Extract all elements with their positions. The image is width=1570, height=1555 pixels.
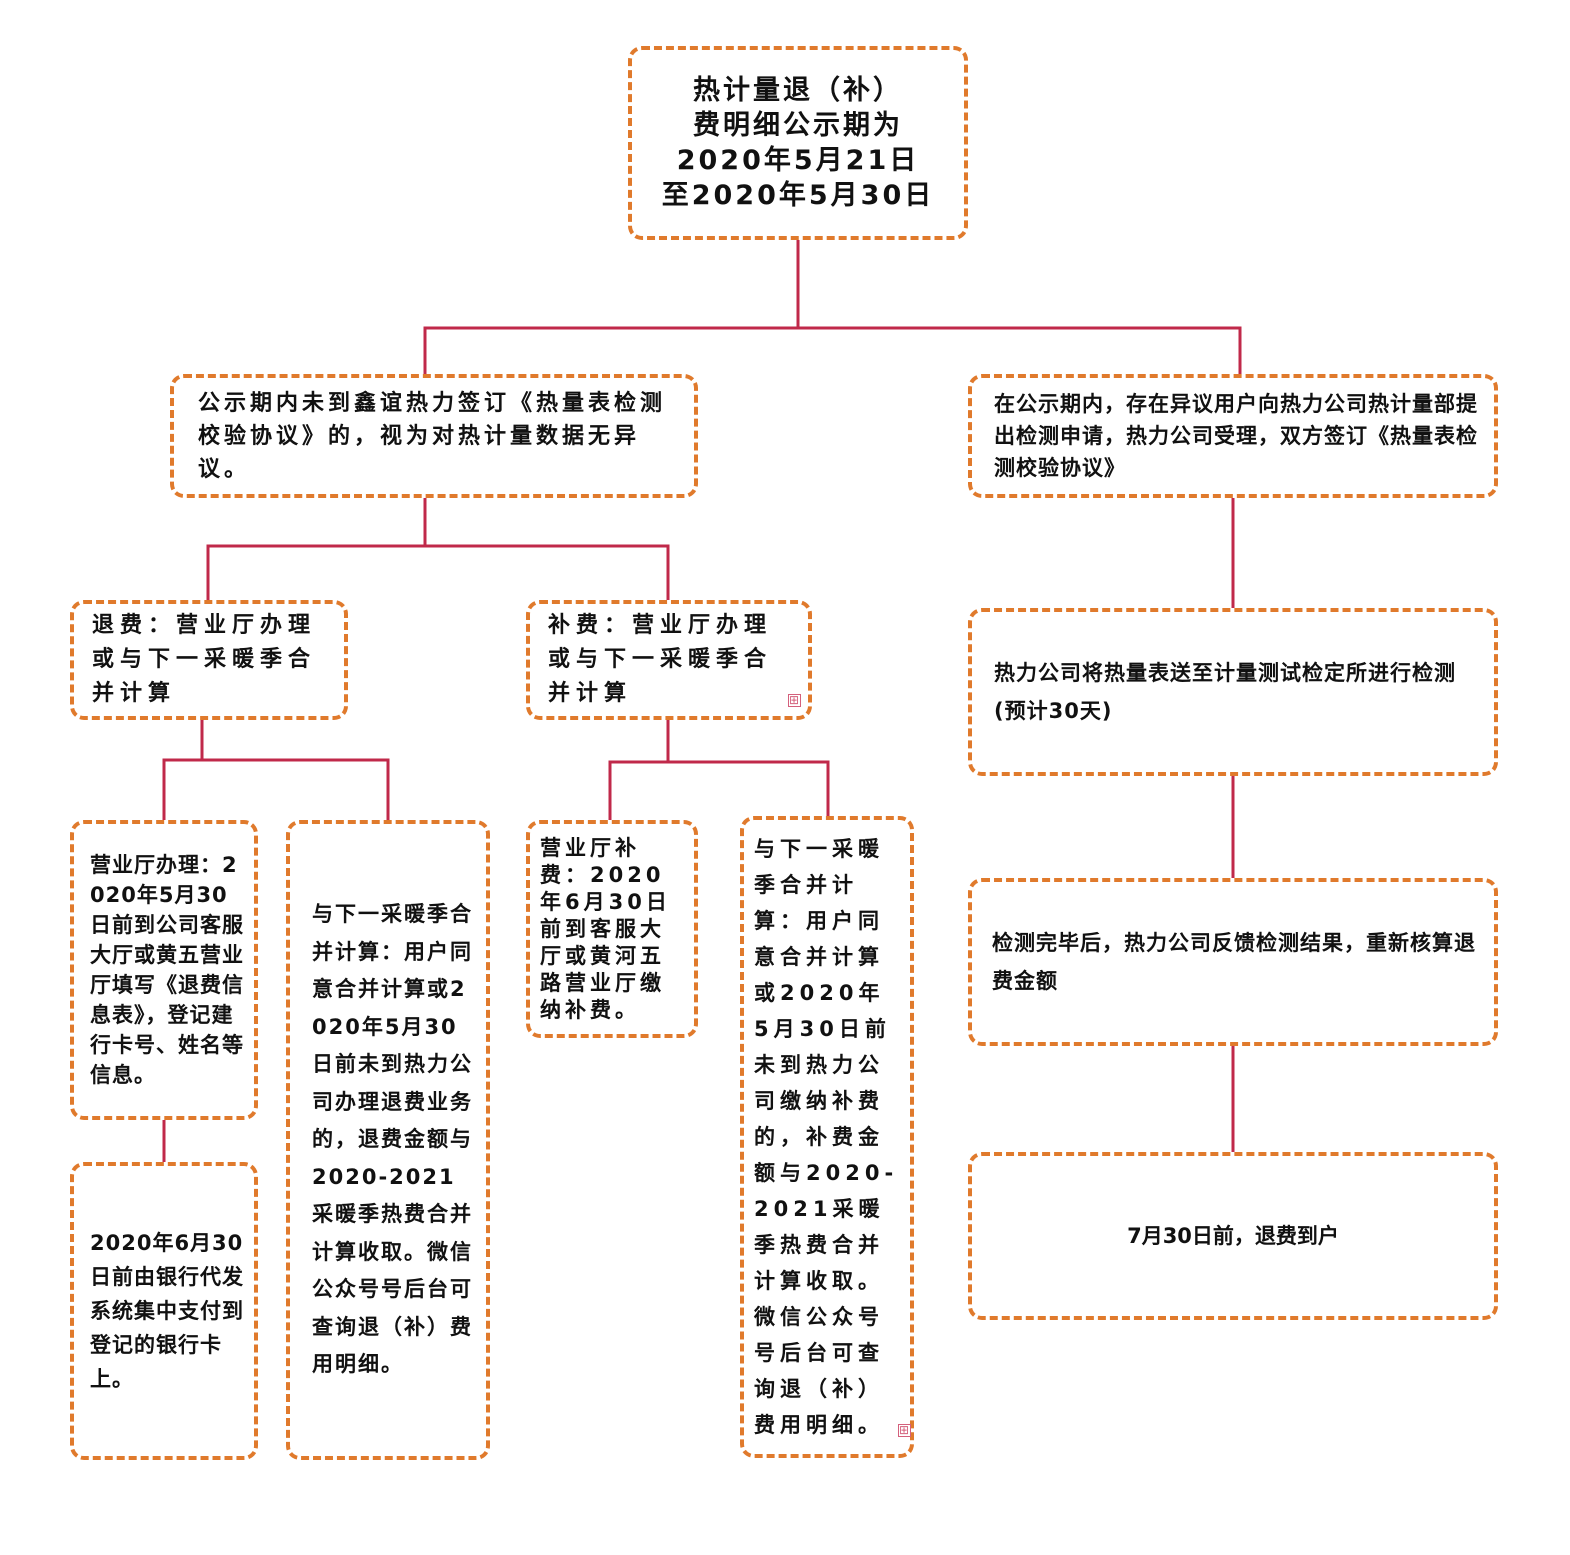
objection-text: 在公示期内，存在异议用户向热力公司热计量部提出检测申请，热力公司受理，双方签订《… (994, 392, 1478, 480)
refund-hall-node: 营业厅办理：2020年5月30日前到公司客服大厅或黄五营业厅填写《退费信息表》，… (70, 820, 258, 1120)
supplement-node: 补费：营业厅办理或与下一采暖季合并计算 ⊞ (526, 600, 812, 720)
feedback-text: 检测完毕后，热力公司反馈检测结果，重新核算退费金额 (992, 931, 1476, 993)
connector-line (162, 758, 390, 820)
supp-hall-text: 营业厅补费：2020年6月30日前到客服大厅或黄河五路营业厅缴纳补费。 (540, 835, 671, 1022)
no-objection-text: 公示期内未到鑫谊热力签订《热量表检测校验协议》的，视为对热计量数据无异议。 (198, 390, 667, 482)
final-node: 7月30日前，退费到户 (968, 1152, 1498, 1320)
refund-bank-text: 2020年6月30日前由银行代发系统集中支付到登记的银行卡上。 (90, 1231, 244, 1391)
supp-merge-node: 与下一采暖季合并计算：用户同意合并计算或2020年5月30日前未到热力公司缴纳补… (740, 816, 914, 1458)
supp-merge-text: 与下一采暖季合并计算：用户同意合并计算或2020年5月30日前未到热力公司缴纳补… (754, 837, 899, 1437)
connector-line (423, 326, 1242, 374)
refund-hall-text: 营业厅办理：2020年5月30日前到公司客服大厅或黄五营业厅填写《退费信息表》，… (90, 853, 244, 1087)
refund-text: 退费：营业厅办理或与下一采暖季合并计算 (92, 613, 317, 706)
expand-icon[interactable]: ⊞ (898, 1423, 915, 1437)
testing-text: 热力公司将热量表送至计量测试检定所进行检测(预计30天) (994, 661, 1456, 723)
final-text: 7月30日前，退费到户 (1127, 1224, 1339, 1248)
connector-line (206, 544, 670, 600)
no-objection-node: 公示期内未到鑫谊热力签订《热量表检测校验协议》的，视为对热计量数据无异议。 (170, 374, 698, 498)
supplement-text: 补费：营业厅办理或与下一采暖季合并计算 (548, 613, 773, 706)
root-node: 热计量退（补） 费明细公示期为 2020年5月21日 至2020年5月30日 (628, 46, 968, 240)
refund-node: 退费：营业厅办理或与下一采暖季合并计算 (70, 600, 348, 720)
connector-line (608, 760, 830, 820)
feedback-node: 检测完毕后，热力公司反馈检测结果，重新核算退费金额 (968, 878, 1498, 1046)
refund-merge-text: 与下一采暖季合并计算：用户同意合并计算或2020年5月30日前未到热力公司办理退… (312, 902, 473, 1377)
refund-bank-node: 2020年6月30日前由银行代发系统集中支付到登记的银行卡上。 (70, 1162, 258, 1460)
supp-hall-node: 营业厅补费：2020年6月30日前到客服大厅或黄河五路营业厅缴纳补费。 (526, 820, 698, 1038)
objection-node: 在公示期内，存在异议用户向热力公司热计量部提出检测申请，热力公司受理，双方签订《… (968, 374, 1498, 498)
expand-icon[interactable]: ⊞ (788, 693, 806, 707)
refund-merge-node: 与下一采暖季合并计算：用户同意合并计算或2020年5月30日前未到热力公司办理退… (286, 820, 490, 1460)
root-text: 热计量退（补） 费明细公示期为 2020年5月21日 至2020年5月30日 (661, 75, 935, 211)
testing-node: 热力公司将热量表送至计量测试检定所进行检测(预计30天) (968, 608, 1498, 776)
